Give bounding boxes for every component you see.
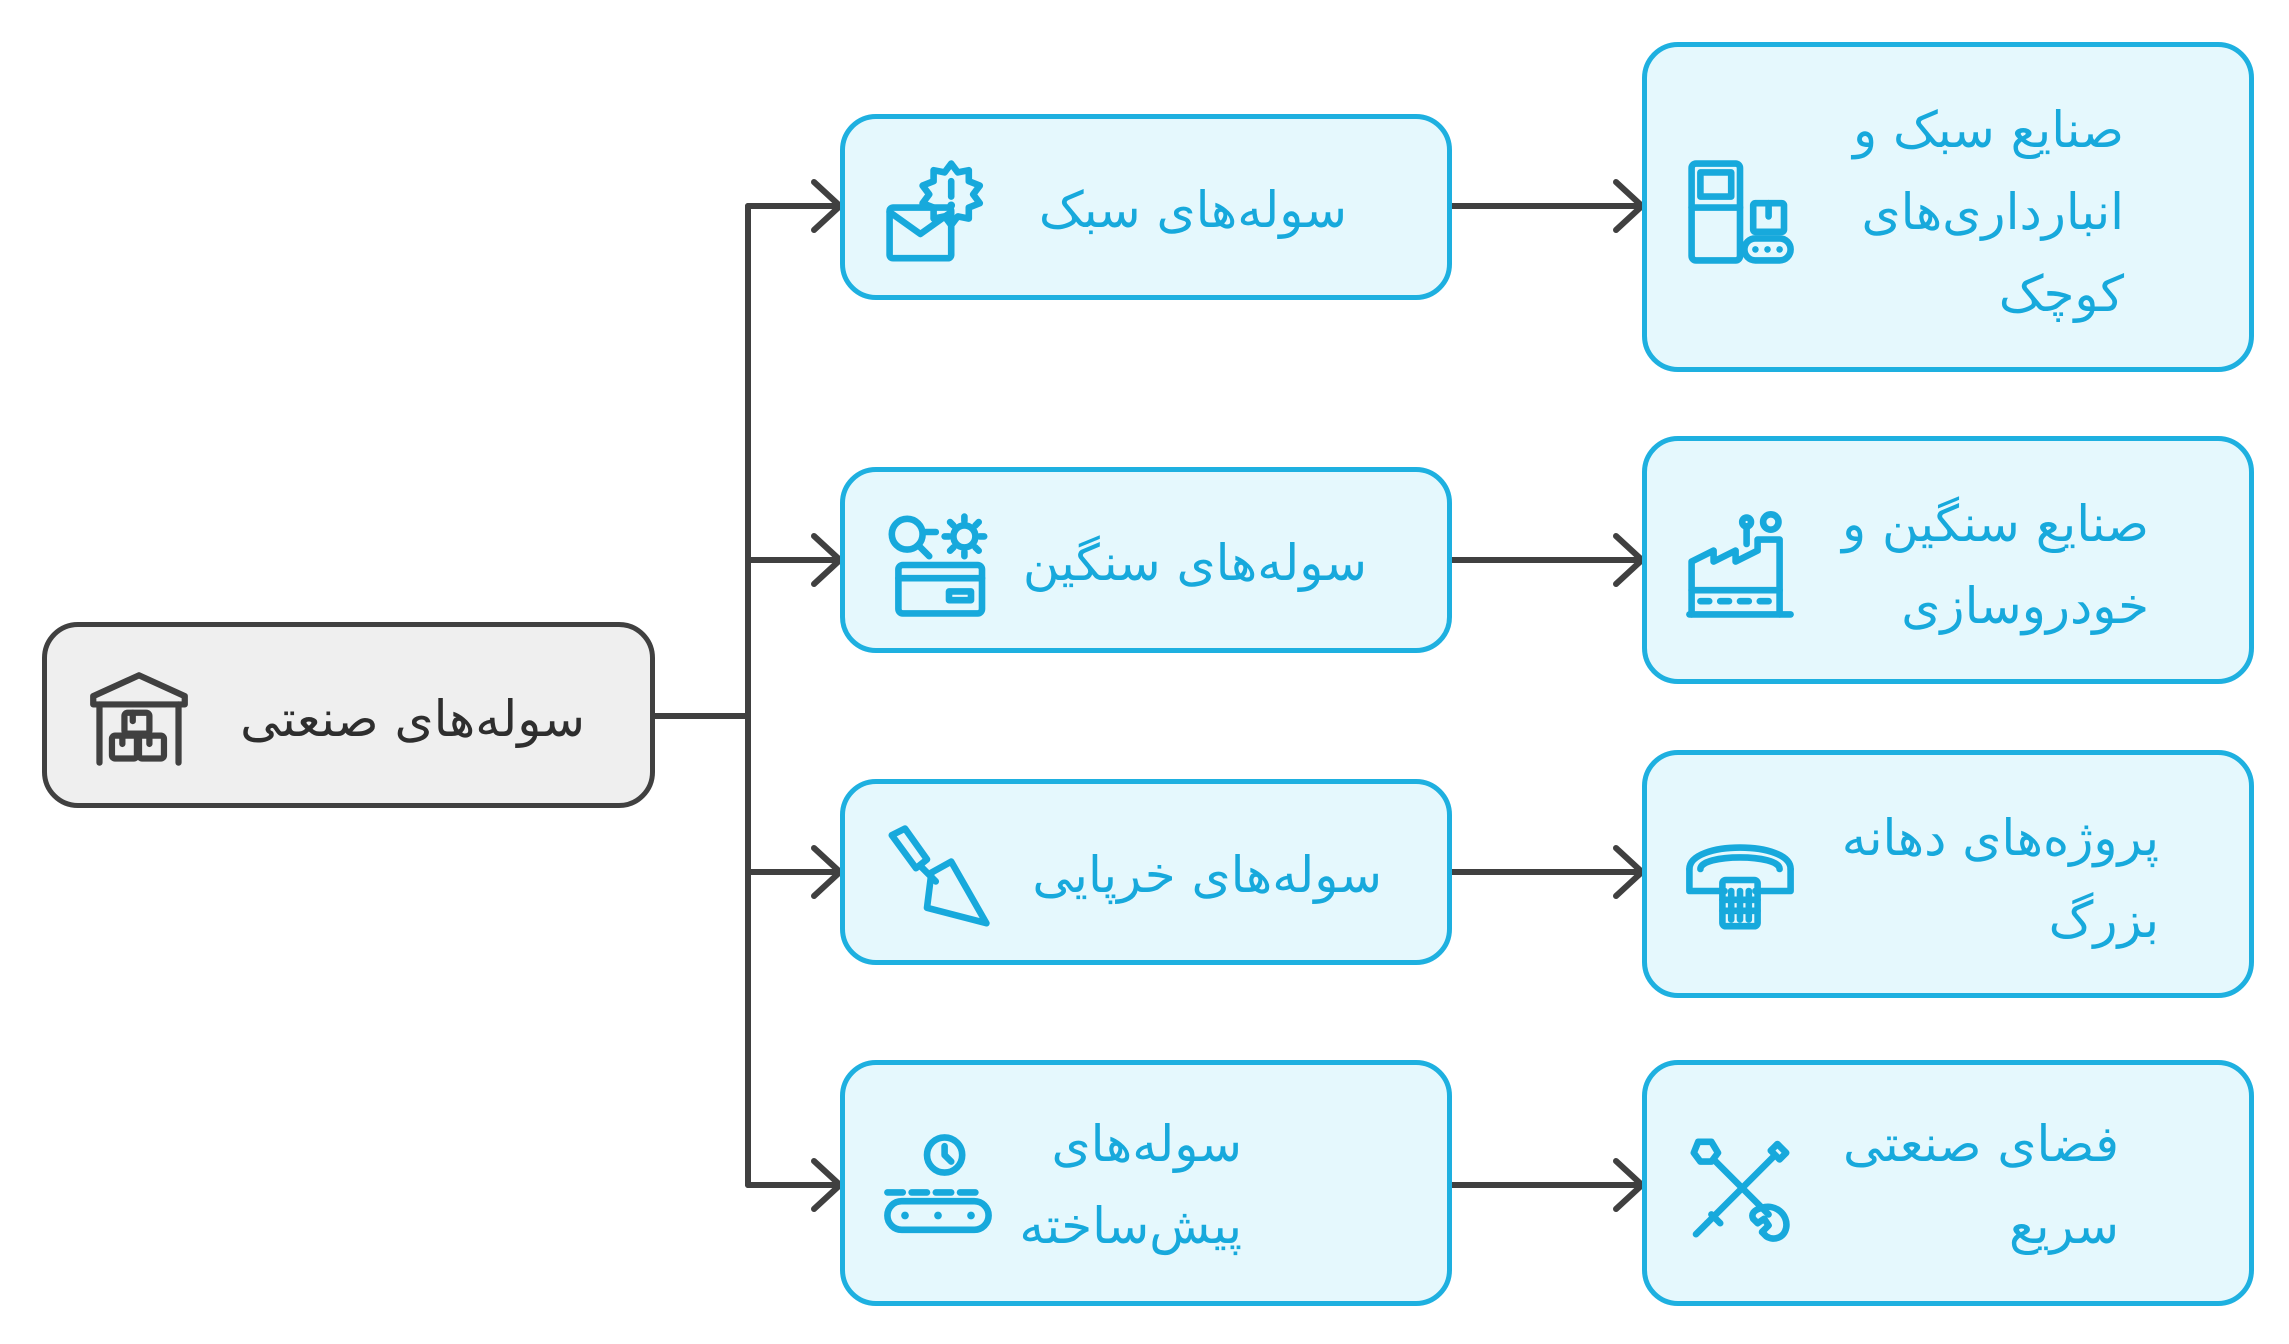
category-label: سوله‌های خرپایی (1032, 846, 1382, 904)
root-node: سوله‌های صنعتی (42, 622, 655, 808)
application-label: صنایع سبک و انبارداری‌های کوچک (1853, 101, 2124, 323)
warehouse-icon (90, 672, 188, 766)
category-label: سوله‌های سبک (1038, 181, 1347, 239)
category-node-truss: سوله‌های خرپایی (840, 779, 1452, 965)
root-label: سوله‌های صنعتی (240, 690, 585, 748)
application-node-heavy: صنایع سنگین و خودروسازی (1642, 436, 2254, 684)
category-node-heavy: سوله‌های سنگین (840, 467, 1452, 653)
application-label: صنایع سنگین و خودروسازی (1842, 495, 2149, 635)
application-node-fast: فضای صنعتی سریع (1642, 1060, 2254, 1306)
category-label: سوله‌های سنگین (1022, 534, 1367, 592)
application-label: فضای صنعتی سریع (1843, 1115, 2119, 1255)
mail-alert-icon (886, 160, 984, 262)
application-node-light: صنایع سبک و انبارداری‌های کوچک (1642, 42, 2254, 372)
category-node-light: سوله‌های سبک (840, 114, 1452, 300)
factory-icon (1686, 511, 1794, 618)
tools-icon (1690, 1138, 1790, 1242)
category-node-prefab: سوله‌های پیش‌ساخته (840, 1060, 1452, 1306)
trowel-icon (888, 825, 990, 927)
application-node-span: پروژه‌های دهانه بزرگ (1642, 750, 2254, 998)
category-label: سوله‌های پیش‌ساخته (1019, 1115, 1242, 1255)
wide-span-icon (1686, 844, 1794, 930)
application-label: پروژه‌های دهانه بزرگ (1841, 809, 2159, 949)
machine-boxes-icon (1688, 160, 1794, 264)
conveyor-icon (884, 1134, 992, 1234)
search-gear-box-icon (888, 513, 988, 617)
